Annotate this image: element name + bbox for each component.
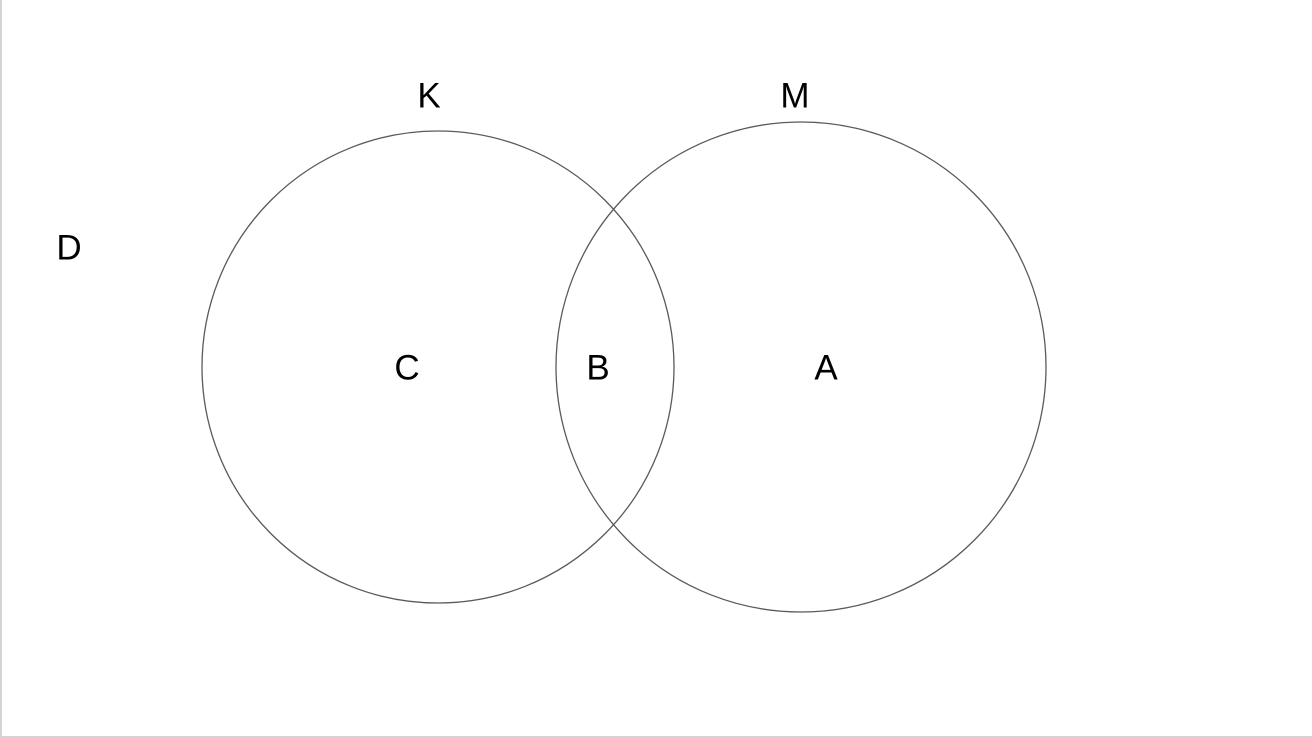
- set-m-circle: [555, 121, 1047, 613]
- set-k-label: K: [417, 76, 441, 116]
- region-outside-label: D: [56, 228, 82, 268]
- region-intersection-label: B: [586, 348, 610, 388]
- set-k-circle: [201, 130, 675, 604]
- set-m-label: M: [780, 76, 810, 116]
- region-only-k-label: C: [394, 348, 420, 388]
- region-only-m-label: A: [814, 348, 838, 388]
